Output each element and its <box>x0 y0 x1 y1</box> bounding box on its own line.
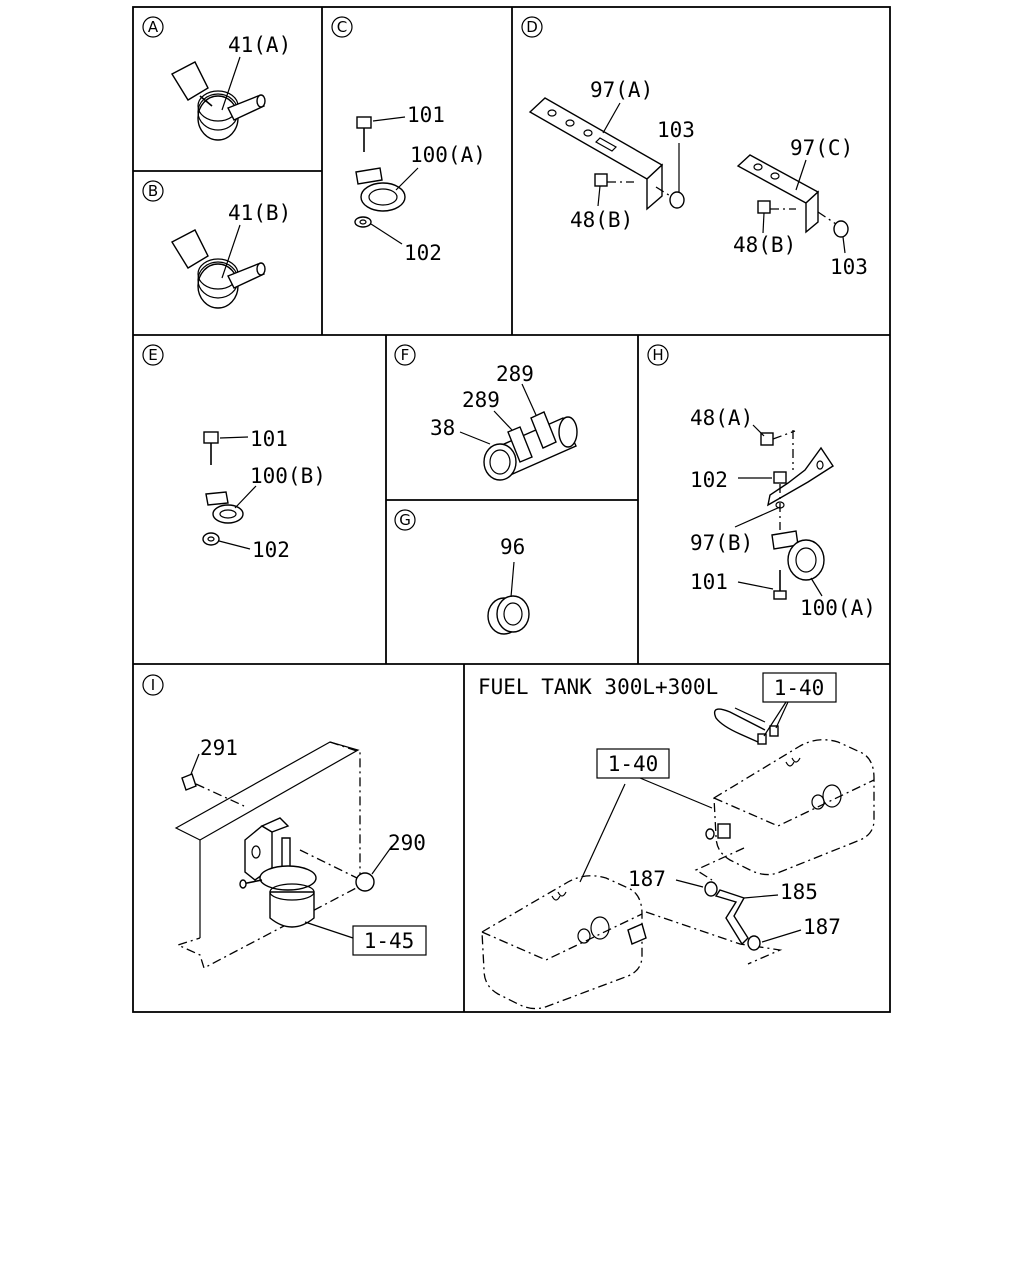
fuel-tank-upper-icon <box>705 739 875 876</box>
nut-icon <box>773 471 787 484</box>
frame-rail-icon <box>174 741 361 969</box>
label-187-right: 187 <box>803 915 841 939</box>
fuel-tank-lower-icon <box>481 875 647 1010</box>
label-185: 185 <box>780 880 818 904</box>
label-187-left: 187 <box>628 867 666 891</box>
pipe-clamp-icon <box>355 167 406 212</box>
label-48b-left: 48(B) <box>570 208 633 232</box>
hose-clamp-icon <box>171 61 266 141</box>
bolt-icon <box>773 570 787 600</box>
bracket-icon <box>736 154 820 234</box>
panel-f: F 289 289 38 <box>394 344 578 481</box>
grommet-icon <box>487 595 530 635</box>
panel-fuel-tank: FUEL TANK 300L+300L 1-40 1-40 <box>478 672 875 1010</box>
panel-i: I 291 290 1-45 <box>142 674 427 969</box>
panel-d: D 97(A) 103 48(B) <box>521 16 868 279</box>
hose-clamp-icon <box>704 881 761 951</box>
bolt-icon <box>203 431 219 465</box>
bracket-icon <box>528 97 664 211</box>
label-100b: 100(B) <box>250 464 326 488</box>
fuel-hose-icon <box>645 847 783 965</box>
panel-letter-f: F <box>401 346 410 364</box>
label-290: 290 <box>388 831 426 855</box>
panel-letter-b: B <box>148 182 158 200</box>
panel-h: H 48(A) 102 97(B) 101 <box>647 344 876 620</box>
label-102: 102 <box>404 241 442 265</box>
ref-box-1-40-top[interactable]: 1-40 <box>774 676 825 700</box>
label-103-bottom: 103 <box>830 255 868 279</box>
label-102: 102 <box>252 538 290 562</box>
label-97c: 97(C) <box>790 136 853 160</box>
label-291: 291 <box>200 736 238 760</box>
bolt-icon <box>356 116 372 152</box>
panel-g: G 96 <box>394 509 530 635</box>
fuel-filter-icon <box>239 817 317 928</box>
bolt-icon <box>181 773 245 807</box>
bracket-icon <box>767 446 834 509</box>
hose-clamp-icon <box>171 229 266 309</box>
label-97a: 97(A) <box>590 78 653 102</box>
label-100a: 100(A) <box>410 143 486 167</box>
panel-a: A 41(A) <box>142 16 291 141</box>
panel-letter-g: G <box>399 511 411 529</box>
bolt-icon <box>760 430 796 446</box>
nut-icon <box>202 532 220 546</box>
label-48a: 48(A) <box>690 406 753 430</box>
label-100a: 100(A) <box>800 596 876 620</box>
panel-c: C 101 100(A) 102 <box>331 16 486 265</box>
panel-letter-i: I <box>151 676 155 694</box>
bolt-icon <box>594 173 634 187</box>
label-103-top: 103 <box>657 118 695 142</box>
panel-b: B 41(B) <box>142 180 291 309</box>
label-101: 101 <box>690 570 728 594</box>
vent-hose-icon <box>713 701 789 745</box>
label-289-top: 289 <box>496 362 534 386</box>
nut-icon <box>354 216 372 228</box>
panel-letter-h: H <box>652 346 663 364</box>
pipe-clamp-icon <box>205 491 244 524</box>
panel-letter-e: E <box>148 346 157 364</box>
panel-title: FUEL TANK 300L+300L <box>478 675 718 699</box>
nut-icon <box>655 186 685 209</box>
nut-icon <box>817 211 849 238</box>
panel-e: E 101 100(B) 102 <box>142 344 326 562</box>
bolt-icon <box>757 200 796 214</box>
label-101: 101 <box>250 427 288 451</box>
ref-box-1-45[interactable]: 1-45 <box>364 929 415 953</box>
label-48b-right: 48(B) <box>733 233 796 257</box>
label-97b: 97(B) <box>690 531 753 555</box>
panel-letter-d: D <box>526 18 538 36</box>
label-41b: 41(B) <box>228 201 291 225</box>
label-289-mid: 289 <box>462 388 500 412</box>
label-96: 96 <box>500 535 525 559</box>
label-38: 38 <box>430 416 455 440</box>
nut-icon <box>299 849 375 892</box>
hose-joint-icon <box>483 411 578 481</box>
label-102: 102 <box>690 468 728 492</box>
label-101: 101 <box>407 103 445 127</box>
panel-letter-c: C <box>337 18 347 36</box>
ref-box-1-40-mid[interactable]: 1-40 <box>608 752 659 776</box>
panel-letter-a: A <box>148 18 159 36</box>
pipe-clamp-icon <box>771 530 825 581</box>
panel-grid <box>132 6 891 1013</box>
label-41a: 41(A) <box>228 33 291 57</box>
